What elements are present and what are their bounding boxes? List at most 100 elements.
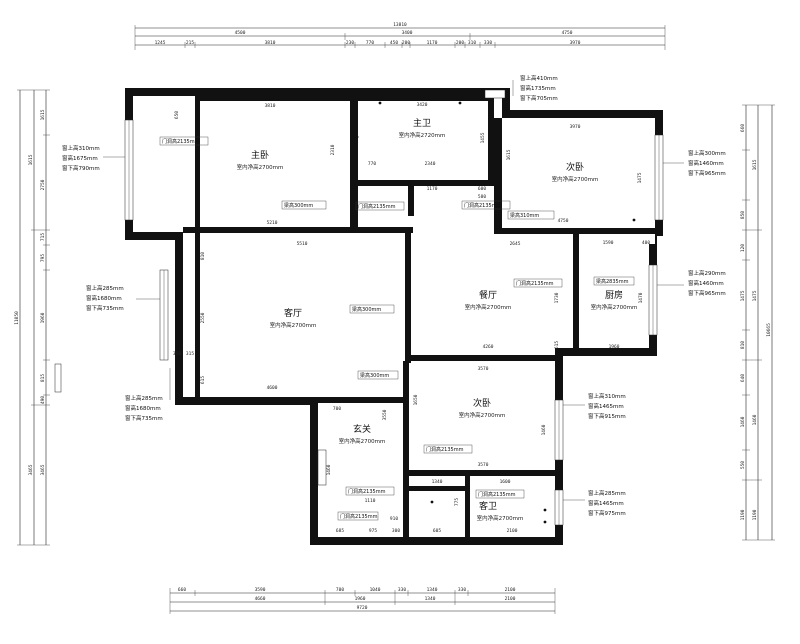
note-living-left2-1: 窗高1680mm bbox=[125, 404, 161, 412]
dim-bath-2340: 2340 bbox=[425, 161, 436, 167]
dim-top-r3-4: 770 bbox=[366, 40, 374, 46]
dim-hall-580: 580 bbox=[478, 194, 486, 200]
dim-right-5: 1475 bbox=[740, 290, 746, 301]
dim-left-overall: 11050 bbox=[14, 311, 20, 325]
room-foyer-name: 玄关 bbox=[353, 423, 371, 435]
room-third-bedroom-height: 室内净高2700mm bbox=[459, 411, 506, 419]
dim-top-overall: 13810 bbox=[393, 22, 407, 28]
dim-bed3-bot: 3570 bbox=[478, 462, 489, 468]
room-master-bedroom-height: 室内净高2700mm bbox=[237, 163, 284, 171]
dim-right-10: 1460 bbox=[752, 414, 758, 425]
dim-right-overall: 10665 bbox=[766, 323, 772, 337]
dim-right-4: 120 bbox=[740, 244, 746, 252]
dim-dining-1730: 1730 bbox=[554, 292, 560, 303]
tag-t6: 门洞高2135mm bbox=[516, 280, 554, 287]
dim-bed2-w: 3970 bbox=[570, 124, 581, 130]
dim-top-r3-5: 450 bbox=[390, 40, 398, 46]
dim-kit-w: 1590 bbox=[603, 240, 614, 246]
dim-left-7: 3465 bbox=[40, 464, 46, 475]
note-guest-right-1: 窗高1465mm bbox=[588, 499, 624, 507]
dim-left-2: 715 bbox=[40, 233, 46, 241]
dim-bot-r1-3: 1040 bbox=[370, 587, 381, 593]
room-living-height: 室内净高2700mm bbox=[270, 321, 317, 329]
dim-living-bot: 4600 bbox=[267, 385, 278, 391]
dim-hall-1170: 1170 bbox=[427, 186, 438, 192]
dim-bed2-h: 1475 bbox=[637, 172, 643, 183]
window-notes: 窗上高310mm 窗高1675mm 窗下高790mm 窗上高285mm 窗高16… bbox=[62, 74, 726, 517]
dim-right-3: 850 bbox=[740, 211, 746, 219]
dim-left-5: 815 bbox=[40, 374, 46, 382]
room-kitchen-height: 室内净高2700mm bbox=[591, 303, 638, 311]
dim-bed2-bot: 4750 bbox=[558, 218, 569, 224]
note-kitchen-right-1: 窗高1460mm bbox=[688, 279, 724, 287]
room-living-name: 客厅 bbox=[284, 307, 302, 319]
dim-right-b11: 1190 bbox=[752, 509, 758, 520]
note-master-left-2: 窗下高790mm bbox=[62, 164, 100, 172]
dim-right-6: 810 bbox=[740, 341, 746, 349]
dim-living-w: 5510 bbox=[297, 241, 308, 247]
dim-top-r3-7: 1170 bbox=[427, 40, 438, 46]
note-living-left2-2: 窗下高735mm bbox=[125, 414, 163, 422]
dim-master-650: 650 bbox=[174, 111, 180, 119]
note-living-left-2: 窗下高735mm bbox=[86, 304, 124, 312]
dim-top-r3-1: 215 bbox=[186, 40, 194, 46]
dim-b-300: 300 bbox=[392, 528, 400, 534]
dim-bot-r2-3: 2100 bbox=[505, 596, 516, 602]
dim-bot-r1-1: 3590 bbox=[255, 587, 266, 593]
note-living-left2-0: 窗上高285mm bbox=[125, 394, 163, 402]
dim-bot-r1-7: 2100 bbox=[505, 587, 516, 593]
room-dining-name: 餐厅 bbox=[479, 289, 497, 301]
note-bed3-right-0: 窗上高310mm bbox=[588, 392, 626, 400]
note-bed3-right-1: 窗高1465mm bbox=[588, 402, 624, 410]
dim-top-r3-2: 3810 bbox=[265, 40, 276, 46]
dim-kit-400: 400 bbox=[642, 240, 650, 246]
dim-foyer-w: 700 bbox=[333, 406, 341, 412]
tag-t12: 门洞高2135mm bbox=[478, 491, 516, 498]
dim-master-bottom: 5210 bbox=[267, 220, 278, 226]
dim-bed3-w: 3570 bbox=[478, 366, 489, 372]
note-bath-top-2: 窗下高705mm bbox=[520, 94, 558, 102]
walls bbox=[125, 88, 663, 545]
tag-t4: 门洞高2135mm bbox=[464, 202, 502, 209]
dim-bot-overall: 9720 bbox=[357, 605, 368, 611]
note-kitchen-right-2: 窗下高965mm bbox=[688, 289, 726, 297]
note-kitchen-right-0: 窗上高290mm bbox=[688, 269, 726, 277]
dim-dining-w: 2645 bbox=[510, 241, 521, 247]
dim-hall-600: 600 bbox=[478, 186, 486, 192]
dim-top-r3-0: 1245 bbox=[155, 40, 166, 46]
dim-guest-w: 2100 bbox=[507, 528, 518, 534]
tags: 门洞高2135mm 梁高300mm 门洞高2135mm 门洞高2135mm 梁高… bbox=[159, 136, 635, 521]
dim-right-0: 660 bbox=[740, 124, 746, 132]
dim-top-r2-2: 4750 bbox=[562, 30, 573, 36]
note-guest-right-0: 窗上高285mm bbox=[588, 489, 626, 497]
dim-master-w: 3810 bbox=[265, 103, 276, 109]
note-bed2-right-2: 窗下高965mm bbox=[688, 169, 726, 177]
dim-right-8: 1460 bbox=[740, 416, 746, 427]
dim-dining-bot: 4260 bbox=[483, 344, 494, 350]
dim-top-r3-8: 200 bbox=[456, 40, 464, 46]
room-third-bedroom-name: 次卧 bbox=[473, 397, 491, 409]
note-master-left-1: 窗高1675mm bbox=[62, 154, 98, 162]
dim-right-11: 1190 bbox=[740, 509, 746, 520]
room-guest-bath-name: 客卫 bbox=[479, 500, 497, 512]
dim-top-r3-6: 200 bbox=[402, 40, 410, 46]
tag-t7: 梁高2835mm bbox=[596, 278, 629, 285]
room-labels: 主卧 室内净高2700mm 主卫 室内净高2720mm 次卧 室内净高2700m… bbox=[237, 117, 638, 522]
dim-bath-w: 3420 bbox=[417, 102, 428, 108]
dim-left-6: 490 bbox=[40, 396, 46, 404]
note-bed3-right-2: 窗下高915mm bbox=[588, 412, 626, 420]
tag-t11: 门洞高2135mm bbox=[348, 488, 386, 495]
dim-right-7: 640 bbox=[740, 374, 746, 382]
dim-guest-1600: 1600 bbox=[500, 479, 511, 485]
note-living-left-0: 窗上高285mm bbox=[86, 284, 124, 292]
dim-top-r3-11: 3970 bbox=[570, 40, 581, 46]
dim-bed3-1460: 1460 bbox=[541, 424, 547, 435]
dim-foyer-3550: 3550 bbox=[382, 409, 388, 420]
dim-b-910: 910 bbox=[390, 516, 398, 522]
room-second-bedroom-height: 室内净高2700mm bbox=[552, 175, 599, 183]
dim-right-9: 550 bbox=[740, 461, 746, 469]
dim-bed2-1615: 1615 bbox=[506, 149, 512, 160]
dim-living-810: 810 bbox=[200, 252, 206, 260]
window-foyer bbox=[317, 449, 327, 486]
dim-bot-r1-2: 700 bbox=[336, 587, 344, 593]
